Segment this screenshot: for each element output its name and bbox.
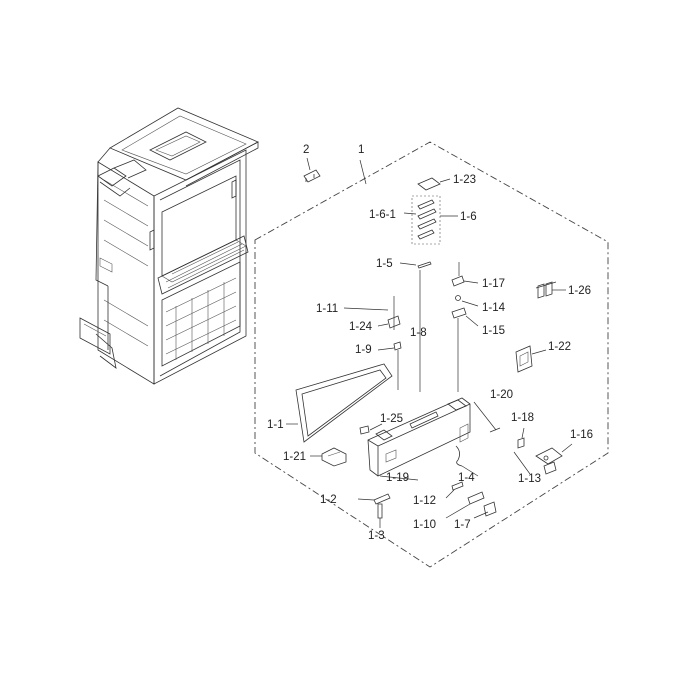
label-1-4: 1-4 [458,472,475,484]
label-1-26: 1-26 [568,285,591,297]
part-1-20 [473,401,501,433]
label-1-10: 1-10 [413,519,436,531]
label-1-1: 1-1 [267,419,284,431]
part-1-5 [399,261,432,269]
label-1-7: 1-7 [454,519,471,531]
label-1-6-1: 1-6-1 [369,209,396,221]
part-1-1-gasket [286,363,393,443]
label-1-16: 1-16 [570,429,593,441]
part-1-19-housing [367,397,471,481]
label-2: 2 [303,144,309,156]
part-1-16 [535,443,573,465]
assembly-1-boundary [254,141,609,568]
label-1-21: 1-21 [283,451,306,463]
part-1-7 [473,501,497,519]
leader-1 [359,159,367,185]
part-1-9 [377,341,402,390]
label-1-23: 1-23 [453,174,476,186]
label-1-2: 1-2 [320,494,337,506]
part-1-17 [451,262,479,287]
label-1-25: 1-25 [380,413,403,425]
part-1-11 [343,296,395,330]
part-1-14 [455,295,479,307]
part-2-bracket [303,157,321,183]
part-1-6-assembly [403,195,458,245]
part-1-10 [445,491,485,519]
part-1-26 [535,281,566,299]
label-1-6: 1-6 [460,211,477,223]
label-1-19: 1-19 [386,472,409,484]
label-1-12: 1-12 [413,495,436,507]
part-1-2 [357,493,391,505]
label-1-20: 1-20 [490,389,513,401]
part-1-12 [445,481,464,499]
label-1: 1 [358,144,364,156]
part-1-18 [517,427,525,449]
label-1-22: 1-22 [548,341,571,353]
label-1-13: 1-13 [518,473,541,485]
label-1-11: 1-11 [316,303,338,315]
label-1-9: 1-9 [355,344,372,356]
part-1-3 [377,503,383,528]
part-1-13 [513,451,557,475]
part-1-24 [377,315,401,329]
label-1-15: 1-15 [482,325,505,337]
label-1-14: 1-14 [482,302,506,314]
part-1-22 [515,345,547,373]
callout-labels: 2 1 1-23 1-6-1 1-6 1-5 1-17 1-26 1-11 1-… [267,144,593,542]
label-1-8: 1-8 [410,327,427,339]
part-1-15 [451,307,479,392]
part-1-21 [310,447,347,467]
label-1-5: 1-5 [376,258,393,270]
label-1-18: 1-18 [511,412,534,424]
label-1-3: 1-3 [368,530,385,542]
refrigerator-cabinet [79,107,259,385]
part-1-25 [359,423,383,435]
part-1-4-wire [455,445,479,477]
label-1-24: 1-24 [349,321,373,333]
label-1-17: 1-17 [482,278,505,290]
part-1-23-cover [417,177,451,191]
